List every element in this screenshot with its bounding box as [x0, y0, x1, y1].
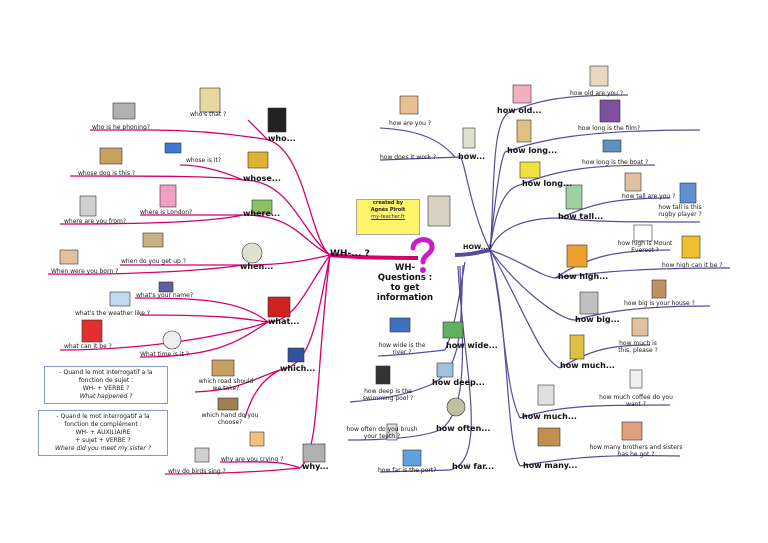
- key-what: what...: [268, 317, 300, 326]
- question-label: how high can it be ?: [662, 262, 723, 269]
- center-title-line: information: [376, 293, 434, 303]
- question-label: how much coffee do you want ?: [599, 394, 673, 408]
- key-how-much-2: how much...: [522, 412, 577, 421]
- key-who: who...: [268, 134, 296, 143]
- how-branch-lines: [347, 94, 731, 473]
- credit-box: created by Agnès Piroit my-teacher.fr: [356, 199, 420, 235]
- question-label: how high is Mount Everest ?: [617, 240, 673, 254]
- key-where: where...: [243, 209, 280, 218]
- question-label: how often do you brush your teeth ?: [346, 426, 418, 440]
- question-label: how tall is this rugby player ?: [658, 204, 702, 218]
- key-when: when...: [240, 262, 274, 271]
- key-how: how...: [458, 152, 486, 161]
- credit-author: Agnès Piroit: [370, 207, 406, 213]
- question-label: what's your name?: [136, 292, 194, 299]
- question-label: how long is the boat ?: [582, 159, 649, 166]
- key-how-wide: how wide...: [446, 341, 498, 350]
- credit-line: created by: [372, 200, 404, 206]
- note-example: Where did you meet my sister ?: [55, 445, 151, 452]
- question-label: What time is it ?: [140, 351, 189, 358]
- key-how-old: how old...: [497, 106, 542, 115]
- center-title-line: Questions :: [377, 273, 433, 283]
- question-label: where are you from?: [64, 218, 127, 225]
- question-label: who is he phoning?: [92, 124, 150, 131]
- note-line: WH- + VERBE ?: [82, 385, 130, 392]
- question-label: When were you born ?: [51, 268, 119, 275]
- key-how-deep: how deep...: [432, 378, 485, 387]
- question-label: why do birds sing ?: [168, 468, 226, 475]
- key-why: why...: [302, 462, 329, 471]
- question-label: how deep is the swimming pool ?: [362, 388, 414, 402]
- key-whose: whose...: [243, 174, 281, 183]
- picture-icons: [59, 65, 701, 467]
- question-label: how wide is the river ?: [378, 342, 426, 356]
- note-line: fonction de sujet :: [78, 377, 134, 384]
- note-line: - Quand le mot interrogatif a la: [59, 369, 153, 376]
- question-label: how long is the film?: [578, 125, 641, 132]
- key-how-high: how high...: [558, 272, 609, 281]
- how-root-label: HOW...?: [463, 243, 492, 251]
- key-which: which...: [280, 364, 316, 373]
- question-label: how does it work ?: [380, 154, 437, 161]
- question-label: which hand do you choose?: [201, 412, 259, 426]
- note-line: fonction de complément :: [64, 421, 142, 428]
- note-subject: - Quand le mot interrogatif a la fonctio…: [44, 366, 168, 404]
- key-how-many: how many...: [523, 461, 578, 470]
- question-label: when do you get up ?: [121, 258, 186, 265]
- question-label: what's the weather like ?: [75, 310, 151, 317]
- question-label: why are you crying ?: [221, 456, 284, 463]
- question-label: whose is it?: [186, 157, 222, 164]
- key-how-long: how long...: [507, 146, 558, 155]
- key-how-much: how much...: [560, 361, 615, 370]
- note-line: + sujet + VERBE ?: [75, 437, 131, 444]
- question-label: where is London?: [140, 209, 193, 216]
- question-label: how old are you ?: [570, 90, 624, 97]
- center-title: WH- Questions : to get information: [362, 263, 448, 303]
- question-label: whose dog is this ?: [78, 170, 136, 177]
- question-label: how much is this, please ?: [618, 340, 658, 354]
- question-label: what can it be ?: [64, 343, 112, 350]
- wh-root-label: WH-... ?: [330, 249, 370, 259]
- question-label: who's that ?: [190, 111, 227, 118]
- question-mark-icon: [410, 237, 435, 273]
- question-label: how are you ?: [389, 120, 432, 127]
- key-how-far: how far...: [452, 462, 495, 471]
- center-title-line: WH-: [394, 263, 416, 273]
- key-how-tall: how tall...: [558, 212, 604, 221]
- question-label: how many brothers and sisters has he got…: [589, 444, 683, 458]
- note-line: - Quand le mot interrogatif a la: [56, 413, 150, 420]
- key-how-long-2: how long...: [522, 179, 573, 188]
- question-label: how far is the port?: [378, 467, 437, 474]
- center-title-line: to get: [390, 283, 420, 293]
- credit-link[interactable]: my-teacher.fr: [371, 214, 405, 220]
- key-how-often: how often...: [436, 424, 491, 433]
- note-complement: - Quand le mot interrogatif a la fonctio…: [38, 410, 168, 456]
- question-label: which road should we take?: [198, 378, 254, 392]
- question-label: how big is your house ?: [624, 300, 695, 307]
- key-how-big: how big...: [575, 315, 620, 324]
- question-label: how tall are you ?: [622, 193, 676, 200]
- note-line: WH- + AUXILIAIRE: [75, 429, 131, 436]
- note-example: What happened ?: [79, 393, 133, 400]
